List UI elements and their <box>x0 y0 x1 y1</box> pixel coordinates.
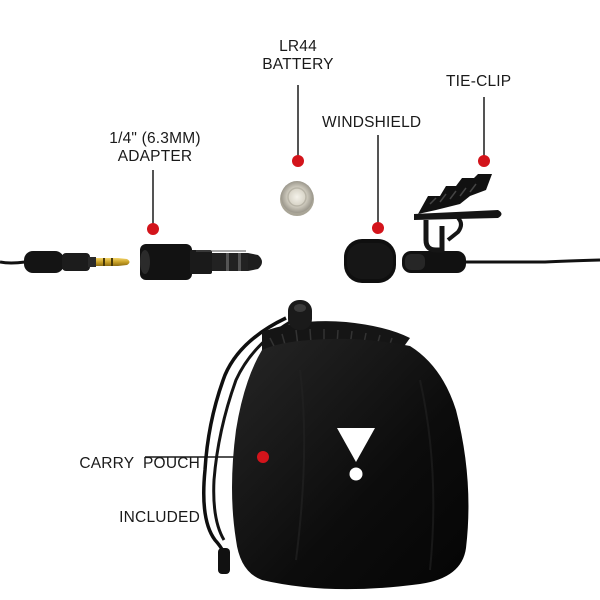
adapter-callout-dot <box>147 223 159 235</box>
adapter-icon <box>140 244 262 280</box>
adapter-label: 1/4" (6.3MM) ADAPTER <box>92 130 218 166</box>
pouch-label-line2: INCLUDED <box>119 509 200 526</box>
battery-icon <box>280 181 314 216</box>
tie-clip-callout-dot <box>478 155 490 167</box>
battery-label-line2: BATTERY <box>262 56 334 73</box>
windshield-callout-dot <box>372 222 384 234</box>
tie-clip-icon <box>414 174 502 253</box>
adapter-label-line1: 1/4" (6.3MM) <box>109 130 201 147</box>
logo-icon <box>337 428 375 462</box>
windshield-label: WINDSHIELD <box>322 114 421 132</box>
microphone-icon <box>402 251 466 273</box>
tie-clip-label: TIE-CLIP <box>446 73 511 91</box>
cable-icon <box>0 258 600 265</box>
pouch-label-line1: CARRY POUCH <box>79 455 200 472</box>
windshield-icon <box>344 239 396 283</box>
pouch-label: CARRY POUCH INCLUDED <box>40 419 200 545</box>
pouch-callout-dot <box>257 451 269 463</box>
tie-clip-label-line1: TIE-CLIP <box>446 73 512 90</box>
battery-callout-dot <box>292 155 304 167</box>
adapter-label-line2: ADAPTER <box>117 148 193 165</box>
battery-label: LR44 BATTERY <box>250 38 346 74</box>
windshield-label-line1: WINDSHIELD <box>322 114 422 131</box>
logo-dot-icon <box>349 467 363 481</box>
plug-icon <box>24 251 130 273</box>
battery-label-line1: LR44 <box>279 38 317 55</box>
pouch-icon <box>202 300 469 590</box>
